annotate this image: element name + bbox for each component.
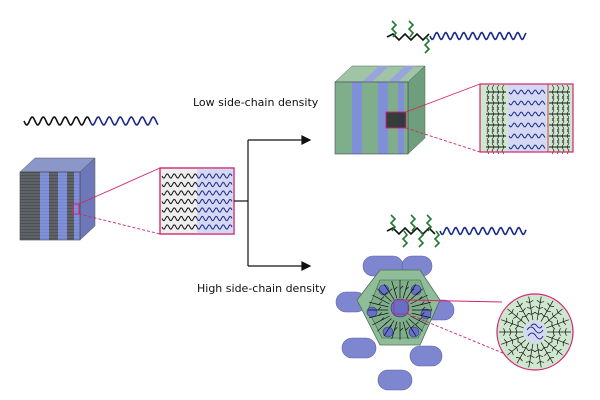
arrow-down-branch-head (301, 261, 312, 271)
backbone-blue-block (89, 116, 159, 126)
zoom-box-right-top (479, 83, 574, 155)
label-high-side-chain-density: High side-chain density (197, 282, 326, 295)
label-low-side-chain-density: Low side-chain density (193, 96, 319, 109)
zoom-lines-left (78, 167, 161, 235)
zoom-circle-cross-section (496, 293, 574, 371)
lamellar-cube-left (19, 157, 96, 241)
bottlebrush-chain-high (386, 214, 527, 248)
branch-arrows (234, 135, 312, 271)
zoom-lines-right-bottom (407, 299, 511, 357)
zoom-box-left (159, 167, 235, 235)
bottlebrush-chain-low (386, 20, 527, 54)
cylinder-array (335, 255, 455, 391)
zoom-lines-right-top (405, 83, 481, 153)
backbone-black-block (23, 116, 91, 126)
diblock-chain-plain (23, 116, 159, 126)
lamellar-cube-right (334, 65, 426, 155)
arrow-up-branch-head (301, 135, 312, 145)
